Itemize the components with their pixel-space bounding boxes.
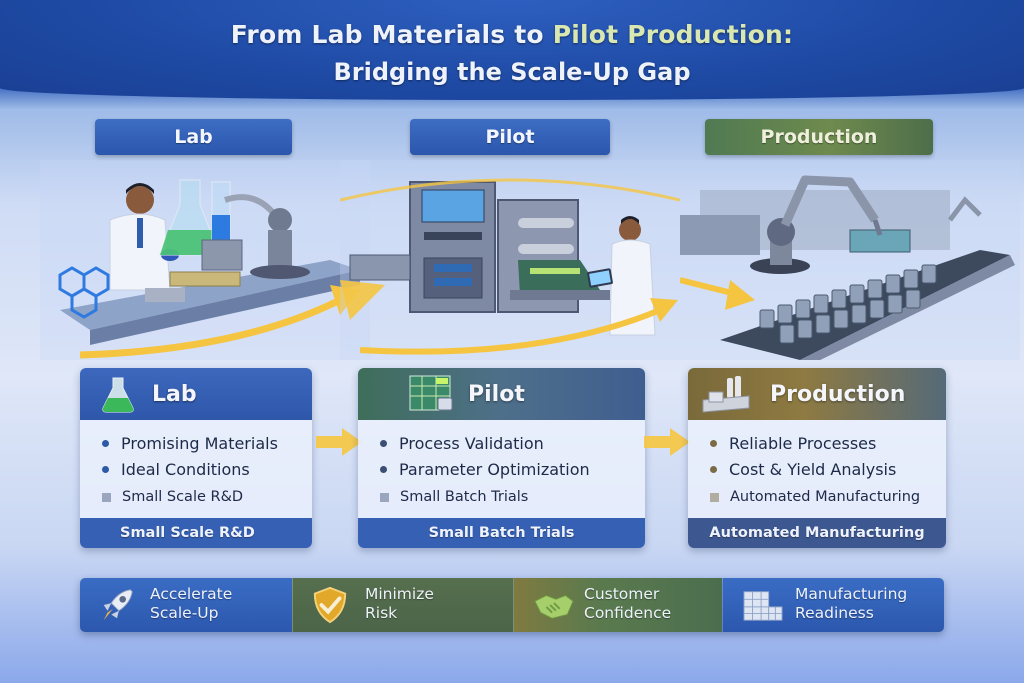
page-subtitle: Bridging the Scale-Up Gap <box>0 58 1024 86</box>
card-footer-lab: Small Scale R&D <box>80 518 312 548</box>
stage-card-pilot: Pilot Process Validation Parameter Optim… <box>358 368 645 548</box>
list-item: Parameter Optimization <box>380 456 645 482</box>
benefit-manufacturing-readiness: Manufacturing Readiness <box>722 578 944 632</box>
card-list-production: Reliable Processes Cost & Yield Analysis… <box>688 420 946 512</box>
list-item: Promising Materials <box>102 430 312 456</box>
card-title-pilot: Pilot <box>468 381 525 407</box>
card-list-pilot: Process Validation Parameter Optimizatio… <box>358 420 645 512</box>
production-scene <box>680 160 1020 360</box>
stage-pill-production: Production <box>705 119 933 155</box>
card-list-lab: Promising Materials Ideal Conditions Sma… <box>80 420 312 512</box>
square-bullet-icon <box>710 492 719 502</box>
page-title: From Lab Materials to Pilot Production: <box>0 20 1024 49</box>
card-title-production: Production <box>770 381 906 407</box>
benefits-bar: Accelerate Scale-Up Minimize Risk Custom… <box>80 578 944 632</box>
bullet-icon <box>380 439 387 447</box>
calendar-grid-icon <box>743 591 783 621</box>
bullet-icon <box>710 439 717 447</box>
factory-icon <box>702 376 750 413</box>
card-header-production: Production <box>688 368 946 420</box>
list-item: Small Scale R&D <box>102 482 312 512</box>
benefit-label: Accelerate Scale-Up <box>150 585 233 622</box>
card-header-pilot: Pilot <box>358 368 645 420</box>
arrow-right-icon <box>316 428 362 456</box>
card-footer-pilot: Small Batch Trials <box>358 518 645 548</box>
benefit-accelerate-scale-up: Accelerate Scale-Up <box>80 578 292 632</box>
flask-icon <box>102 377 134 413</box>
header-banner <box>0 0 1024 100</box>
production-illustration <box>680 160 1020 360</box>
subtitle-strong-text: Scale-Up Gap <box>510 58 691 86</box>
stage-card-lab: Lab Promising Materials Ideal Conditions… <box>80 368 312 548</box>
pilot-illustration <box>340 160 680 360</box>
square-bullet-icon <box>102 492 111 502</box>
list-item: Automated Manufacturing <box>710 482 946 512</box>
lab-illustration <box>40 160 370 360</box>
stage-pill-lab: Lab <box>95 119 292 155</box>
square-bullet-icon <box>380 492 389 502</box>
card-header-lab: Lab <box>80 368 312 420</box>
title-text: From Lab Materials to <box>230 20 553 49</box>
bullet-icon <box>102 439 109 447</box>
handshake-icon <box>534 594 574 619</box>
benefit-label: Customer Confidence <box>584 585 672 622</box>
list-item: Process Validation <box>380 430 645 456</box>
card-title-lab: Lab <box>152 381 197 407</box>
stage-card-production: Production Reliable Processes Cost & Yie… <box>688 368 946 548</box>
rocket-icon <box>103 589 133 621</box>
subtitle-text: Bridging the <box>333 58 511 86</box>
lab-scene <box>40 160 370 360</box>
list-item: Cost & Yield Analysis <box>710 456 946 482</box>
bullet-icon <box>102 465 109 473</box>
benefit-minimize-risk: Minimize Risk <box>292 578 513 632</box>
shield-check-icon <box>313 586 347 624</box>
list-item: Reliable Processes <box>710 430 946 456</box>
arrow-right-icon <box>644 428 690 456</box>
title-accent-text: Pilot Production: <box>552 20 794 49</box>
benefit-customer-confidence: Customer Confidence <box>513 578 722 632</box>
bullet-icon <box>380 465 387 473</box>
bullet-icon <box>710 465 717 473</box>
chart-monitor-icon <box>409 375 453 411</box>
pilot-scene <box>340 160 680 360</box>
list-item: Small Batch Trials <box>380 482 645 512</box>
benefit-label: Minimize Risk <box>365 585 434 622</box>
list-item: Ideal Conditions <box>102 456 312 482</box>
card-footer-production: Automated Manufacturing <box>688 518 946 548</box>
stage-pill-pilot: Pilot <box>410 119 610 155</box>
benefit-label: Manufacturing Readiness <box>795 585 908 622</box>
